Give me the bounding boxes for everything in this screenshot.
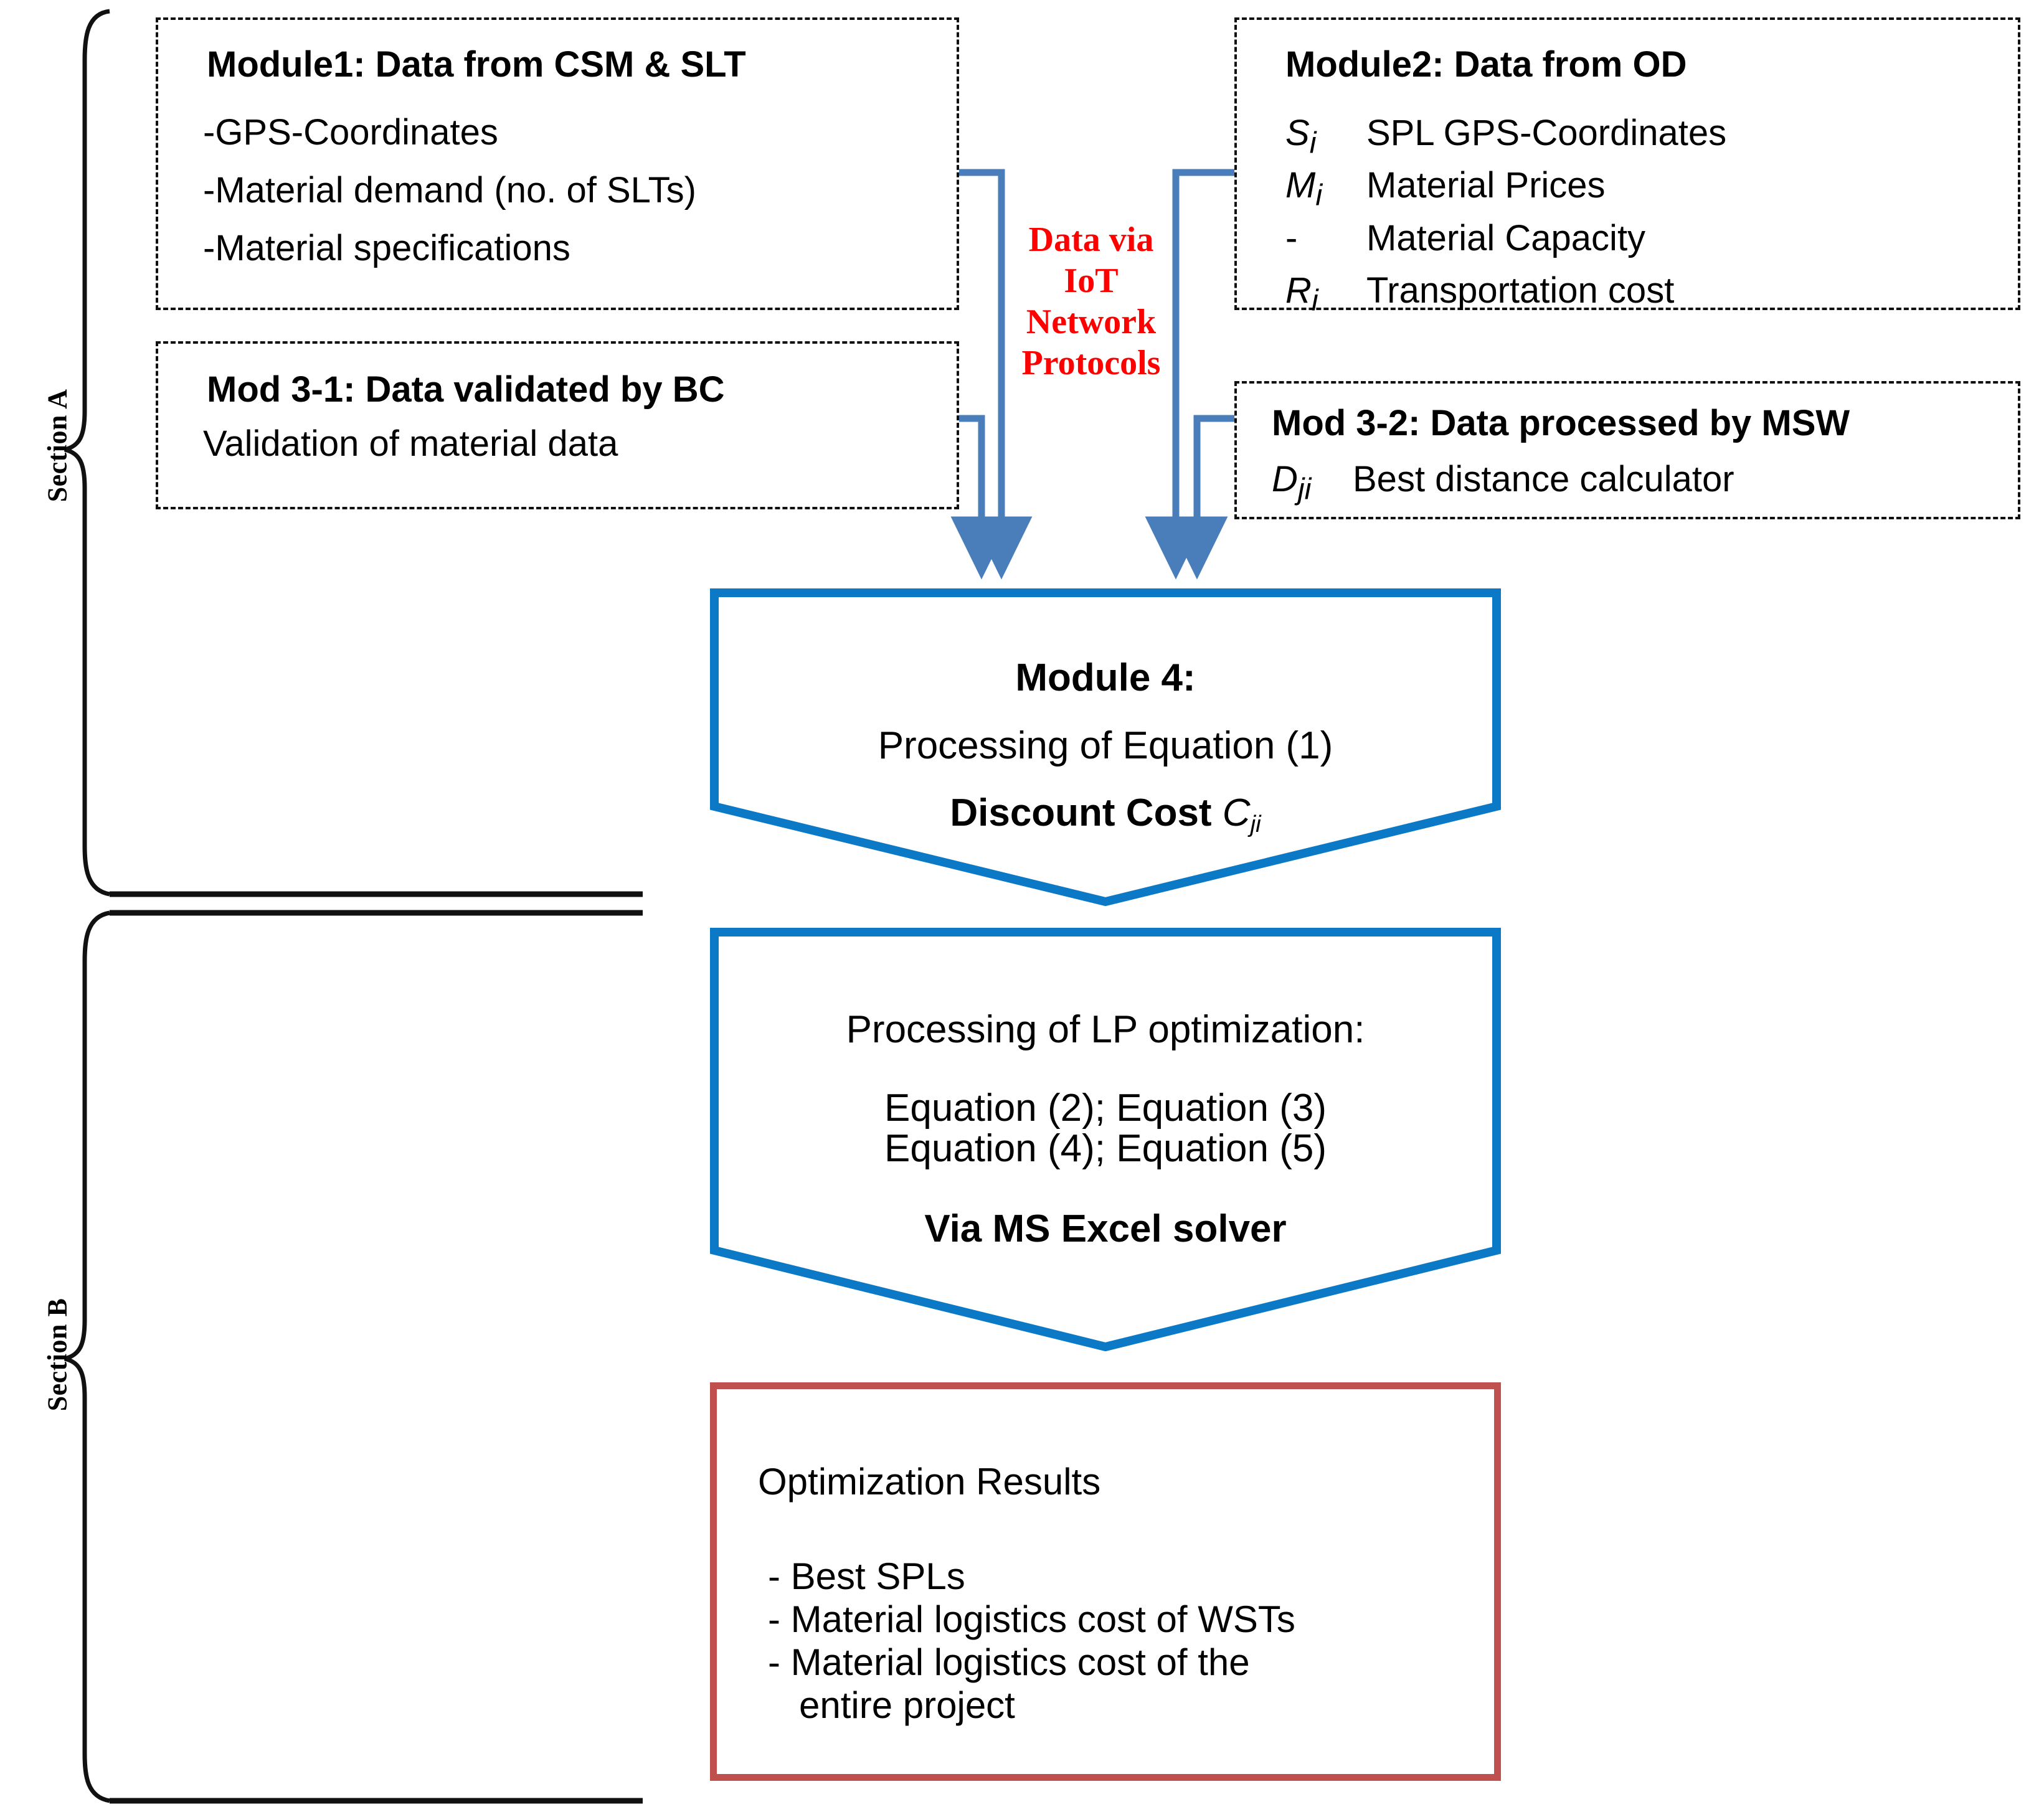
section-b-text: Section B [42, 1298, 73, 1412]
module3-1-box[interactable]: Mod 3-1: Data validated by BC Validation… [156, 341, 959, 509]
module4-discount-label: Discount Cost [950, 791, 1223, 835]
module3-2-row-0: Dji Best distance calculator [1272, 456, 2018, 509]
module2-text-1: Material Prices [1366, 165, 1606, 206]
section-b-label: Section B [42, 1286, 73, 1423]
module1-line-1: -Material demand (no. of SLTs) [203, 169, 696, 210]
iot-caption-line-2: Network [1026, 303, 1157, 342]
module2-text-2: Material Capacity [1366, 217, 1646, 258]
module4-equation-line: Processing of Equation (1) [878, 724, 1333, 767]
module1-line-0: -GPS-Coordinates [203, 111, 498, 153]
lp-equations-line-2: Equation (4); Equation (5) [884, 1127, 1327, 1171]
iot-caption-line-1: IoT [1064, 262, 1119, 301]
module2-title: Module2: Data from OD [1285, 44, 1687, 85]
results-item-3: entire project [768, 1684, 1015, 1726]
module4-shape[interactable]: Module 4: Processing of Equation (1) Dis… [710, 588, 1501, 906]
module2-box[interactable]: Module2: Data from OD Si SPL GPS-Coordin… [1234, 17, 2020, 318]
module3-2-symbol-0: Dji [1272, 458, 1312, 506]
module3-2-box[interactable]: Mod 3-2: Data processed by MSW Dji Best … [1234, 381, 2020, 519]
module3-1-title: Mod 3-1: Data validated by BC [207, 369, 725, 410]
module3-2-text-0: Best distance calculator [1353, 458, 1734, 499]
module2-symbol-0: Si [1285, 112, 1317, 160]
module2-symbol-2: - [1285, 217, 1298, 258]
module2-text-3: Transportation cost [1366, 270, 1675, 311]
section-a-label: Section A [42, 377, 73, 514]
lp-optimization-outline [710, 928, 1501, 1351]
module2-row-3: Ri Transportation cost [1285, 268, 2018, 320]
module4-discount-cost: Discount Cost Cji [710, 788, 1501, 839]
module2-text-0: SPL GPS-Coordinates [1366, 112, 1727, 153]
module2-row-1: Mi Material Prices [1285, 163, 2018, 215]
module2-row-2: - Material Capacity [1285, 215, 2018, 268]
module4-title: Module 4: [1015, 656, 1196, 699]
module4-outline [710, 588, 1501, 906]
module4-cost-symbol: Cji [1222, 791, 1261, 838]
lp-footer: Via MS Excel solver [924, 1207, 1287, 1251]
lp-equations-line-1: Equation (2); Equation (3) [884, 1086, 1327, 1130]
results-title: Optimization Results [758, 1461, 1101, 1503]
module3-1-line: Validation of material data [203, 423, 618, 464]
results-item-1: - Material logistics cost of WSTs [768, 1598, 1295, 1640]
module2-row-0: Si SPL GPS-Coordinates [1285, 110, 2018, 163]
module2-symbol-1: Mi [1285, 165, 1323, 212]
module1-title: Module1: Data from CSM & SLT [207, 44, 746, 85]
iot-caption-line-0: Data via [1028, 220, 1154, 259]
module4-content: Module 4: Processing of Equation (1) Dis… [710, 653, 1501, 839]
module2-symbol-3: Ri [1285, 270, 1318, 318]
lp-optimization-shape[interactable]: Processing of LP optimization: Equation … [710, 928, 1501, 1351]
lp-heading: Processing of LP optimization: [846, 1008, 1365, 1051]
optimization-results-box[interactable]: Optimization Results - Best SPLs - Mater… [710, 1382, 1501, 1781]
section-a-text: Section A [42, 389, 73, 502]
iot-network-caption: Data via IoT Network Protocols [1010, 219, 1172, 384]
results-item-0: - Best SPLs [768, 1555, 965, 1597]
module1-line-2: -Material specifications [203, 227, 570, 268]
lp-optimization-content: Processing of LP optimization: Equation … [710, 1005, 1501, 1255]
module3-2-title: Mod 3-2: Data processed by MSW [1272, 403, 1850, 443]
module1-box[interactable]: Module1: Data from CSM & SLT -GPS-Coordi… [156, 17, 959, 310]
iot-caption-line-3: Protocols [1021, 344, 1161, 383]
results-item-2: - Material logistics cost of the [768, 1641, 1250, 1683]
